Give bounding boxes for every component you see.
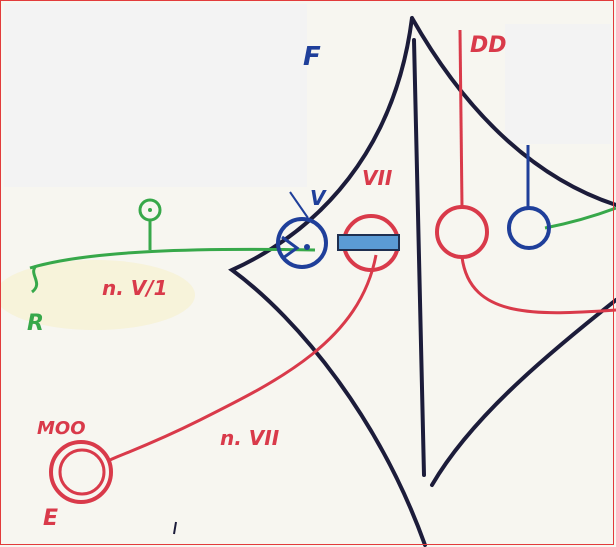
label-f: F xyxy=(303,42,321,72)
red-circle-dd xyxy=(437,207,487,257)
blue-dot-v xyxy=(304,244,310,250)
blue-circle-right xyxy=(509,208,549,248)
label-r: R xyxy=(27,311,44,336)
label-dd: DD xyxy=(470,33,507,58)
label-moo: MOO xyxy=(37,418,86,439)
blue-arrow-v xyxy=(282,237,297,258)
green-right-branch xyxy=(545,208,616,228)
label-vii-top: VII xyxy=(362,166,393,190)
red-circle-e-inner xyxy=(60,450,104,494)
label-n-v1: n. V/1 xyxy=(102,276,168,300)
red-vertical-dd xyxy=(460,30,462,207)
red-right-curve xyxy=(462,257,616,313)
black-right-lower xyxy=(432,300,616,485)
stray-mark xyxy=(174,522,176,534)
black-midline xyxy=(414,40,424,475)
label-n-vii: n. VII xyxy=(220,426,280,450)
green-dot xyxy=(148,208,152,212)
blue-marker-rect xyxy=(338,235,399,250)
blue-tick-v xyxy=(290,192,308,218)
label-e: E xyxy=(43,506,58,531)
label-v: V xyxy=(310,186,327,210)
